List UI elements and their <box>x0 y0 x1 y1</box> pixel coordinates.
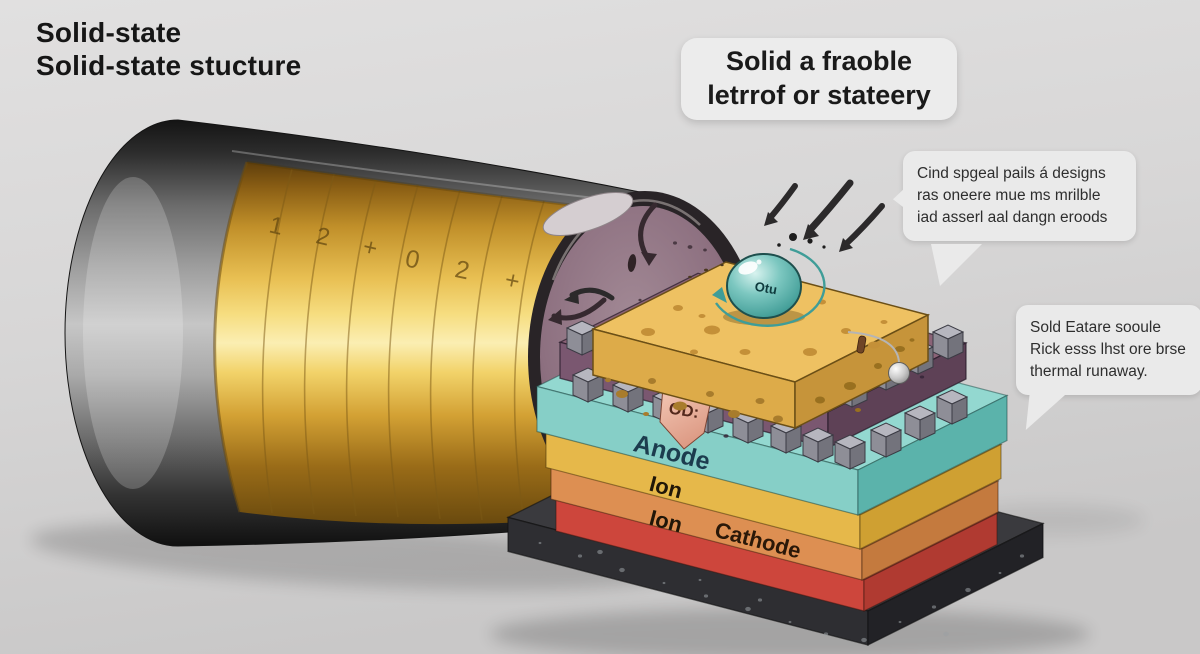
callout-design-line-1: Cind spgeal pails á designs <box>917 165 1106 182</box>
page-title: Solid-state Solid-state stucture <box>36 16 301 82</box>
callout-design-line-2: ras oneere mue ms mrilble <box>917 187 1101 204</box>
droplet-highlight <box>738 261 758 275</box>
chrome-ball <box>888 362 910 384</box>
wire <box>847 331 900 364</box>
impact-arrowheads <box>764 212 853 252</box>
callout-thermal-line-1: Sold Eatare sooule <box>1030 319 1161 336</box>
title-line-2: Solid-state stucture <box>36 50 302 82</box>
probe-wire-and-ball <box>847 331 910 384</box>
droplet-glint <box>756 259 762 265</box>
swirl-arrowheads <box>548 252 657 325</box>
speech-bubble-line-2: letrrof or stateery <box>707 80 931 110</box>
electrolyte-droplet: Otu <box>723 253 805 326</box>
callout-design: Cind spgeal pails á designs ras oneere m… <box>903 151 1136 241</box>
annotation-arrows <box>564 106 922 304</box>
impact-arrows <box>767 179 885 247</box>
sponge-pores <box>605 263 915 423</box>
base-speckles <box>538 541 1025 643</box>
layer-stack: Ion Cathode Ion Anode OD: <box>506 247 1045 647</box>
hook-arrow <box>564 287 615 304</box>
casing-flap <box>542 191 634 237</box>
speech-bubble-line-1: Solid a fraoble <box>725 46 913 77</box>
gold-left-edge <box>213 161 249 513</box>
droplet-orbit-arrow <box>712 247 826 327</box>
particle-dots <box>777 233 826 249</box>
callout-thermal-line-2: Rick esss lhst ore brse <box>1030 341 1186 358</box>
speech-bubble: Solid a fraoble letrrof or stateery <box>681 38 957 120</box>
title-line-1: Solid-state <box>36 17 182 48</box>
cut-drip <box>627 254 637 272</box>
droplet-label: Otu <box>754 279 779 298</box>
casing-top-highlight <box>231 150 621 202</box>
sponge-pin <box>856 335 867 354</box>
callout-design-line-3: iad asserl aal dangn eroods <box>917 209 1108 226</box>
cut-face-specks <box>610 241 707 332</box>
callout-thermal-line-3: thermal runaway. <box>1030 363 1148 380</box>
callout-thermal: Sold Eatare sooule Rick esss lhst ore br… <box>1016 305 1200 395</box>
cap-sheen <box>83 177 183 489</box>
